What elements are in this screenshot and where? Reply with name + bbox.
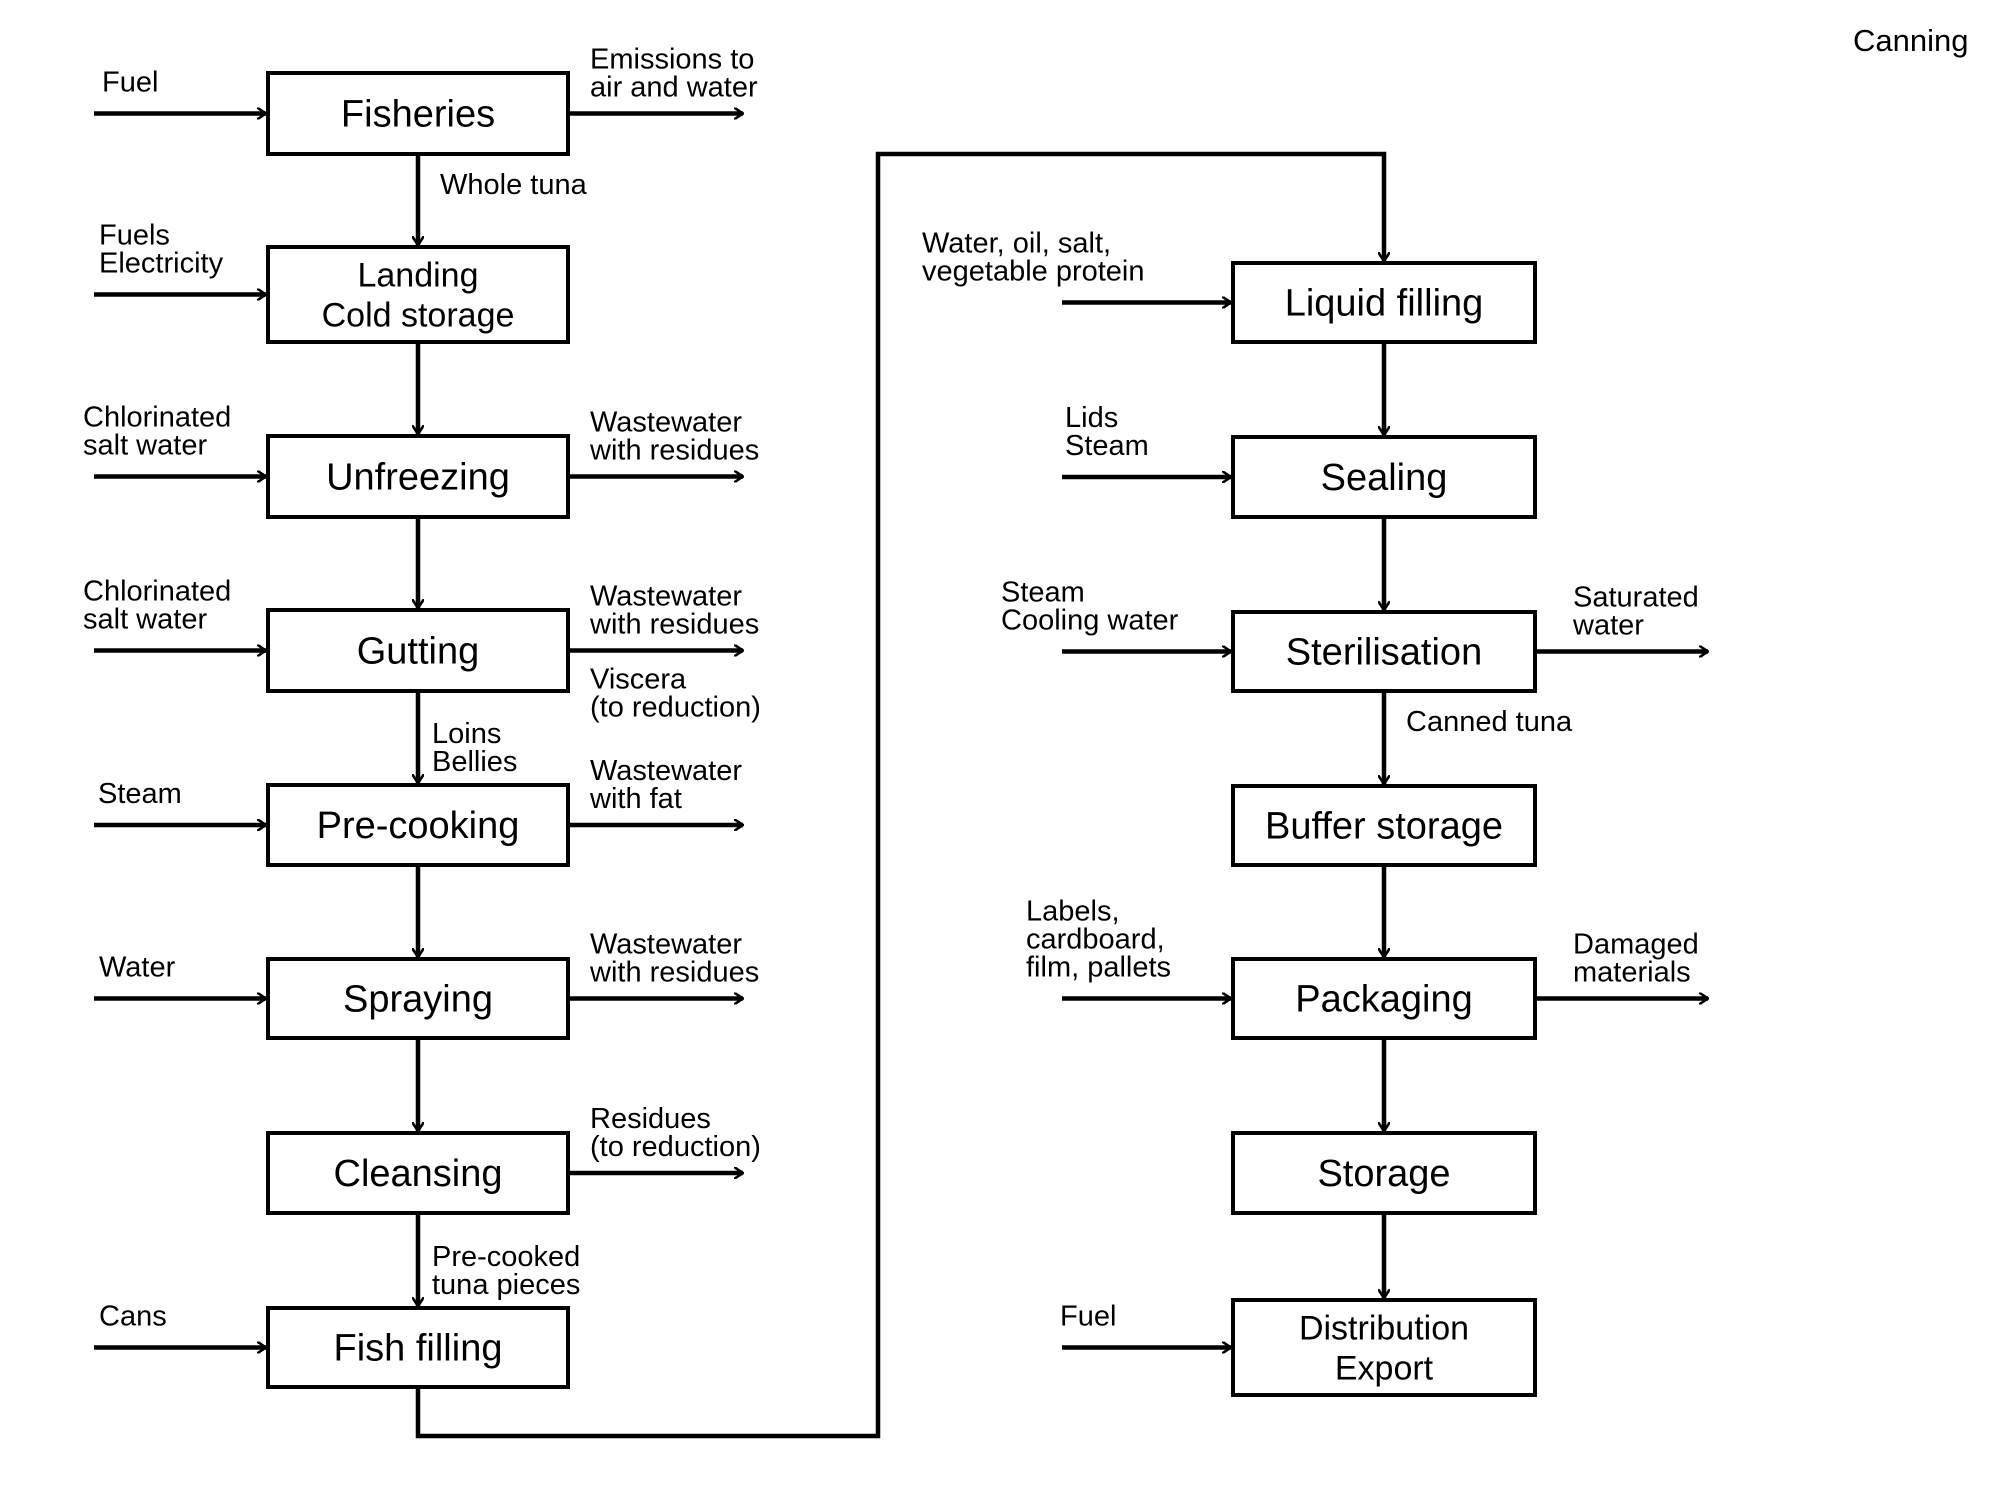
- input-label-fishfilling: Cans: [99, 1301, 167, 1333]
- process-step-fishfilling: Fish filling: [266, 1306, 570, 1389]
- process-step-label: Fish filling: [334, 1328, 503, 1370]
- flow-label-fisheries: Whole tuna: [440, 169, 588, 201]
- process-step-cleansing: Cleansing: [266, 1131, 570, 1215]
- input-label-sterilisation: Cooling water: [1001, 605, 1179, 637]
- process-step-label: Fisheries: [341, 94, 495, 136]
- output-label-fisheries: air and water: [590, 72, 758, 104]
- flow-label-gutting: Bellies: [432, 746, 517, 778]
- process-step-label: Unfreezing: [326, 457, 510, 499]
- connector-fish-filling-to-liquid-filling: [415, 151, 1384, 1439]
- process-step-label: Storage: [1317, 1153, 1450, 1195]
- output-label-cleansing: (to reduction): [590, 1131, 761, 1163]
- flow-label-cleansing: Pre-cooked: [432, 1241, 580, 1273]
- process-box: [1231, 957, 1537, 1040]
- output-label-below-gutting: (to reduction): [590, 692, 761, 724]
- process-box: [1231, 1131, 1537, 1215]
- input-label-liquidfilling: Water, oil, salt,: [922, 228, 1111, 260]
- process-step-label: Export: [1335, 1350, 1434, 1388]
- output-label-fisheries: Emissions to: [590, 44, 754, 76]
- process-step-unfreezing: Unfreezing: [266, 434, 570, 519]
- flow-label-gutting: Loins: [432, 718, 501, 750]
- process-step-gutting: Gutting: [266, 608, 570, 693]
- process-box: [266, 1306, 570, 1389]
- input-label-sterilisation: Steam: [1001, 577, 1085, 609]
- output-label-gutting: Wastewater: [590, 581, 742, 613]
- output-label-gutting: with residues: [589, 609, 759, 641]
- process-step-precooking: Pre-cooking: [266, 783, 570, 867]
- process-box: [1231, 610, 1537, 693]
- process-box: [266, 1131, 570, 1215]
- diagram-title: Canning: [1853, 23, 1968, 58]
- output-label-spraying: with residues: [589, 957, 759, 989]
- input-label-sealing: Steam: [1065, 430, 1149, 462]
- process-box: [1231, 435, 1537, 519]
- input-label-unfreezing: salt water: [83, 430, 207, 462]
- input-label-distribution: Fuel: [1060, 1301, 1116, 1333]
- input-label-spraying: Water: [99, 952, 176, 984]
- input-label-unfreezing: Chlorinated: [83, 402, 231, 434]
- process-step-bufferstorage: Buffer storage: [1231, 784, 1537, 867]
- input-label-sealing: Lids: [1065, 402, 1118, 434]
- process-step-label: Sealing: [1321, 457, 1448, 499]
- flow-label-cleansing: tuna pieces: [432, 1269, 580, 1301]
- output-label-unfreezing: with residues: [589, 435, 759, 467]
- process-box: [266, 783, 570, 867]
- process-box: [266, 957, 570, 1040]
- process-step-label: Packaging: [1295, 979, 1472, 1021]
- output-label-packaging: Damaged: [1573, 929, 1699, 961]
- process-step-label: Spraying: [343, 979, 493, 1021]
- input-label-packaging: Labels,: [1026, 896, 1120, 928]
- process-step-fisheries: Fisheries: [266, 71, 570, 156]
- process-step-sterilisation: Sterilisation: [1231, 610, 1537, 693]
- process-step-liquidfilling: Liquid filling: [1231, 261, 1537, 344]
- process-box: [266, 434, 570, 519]
- output-label-below-gutting: Viscera: [590, 664, 687, 696]
- input-label-landing: Fuels: [99, 220, 170, 252]
- output-label-precooking: Wastewater: [590, 755, 742, 787]
- output-label-precooking: with fat: [589, 783, 682, 815]
- output-label-sterilisation: Saturated: [1573, 582, 1699, 614]
- process-step-spraying: Spraying: [266, 957, 570, 1040]
- output-label-unfreezing: Wastewater: [590, 407, 742, 439]
- process-step-label: Cleansing: [334, 1153, 503, 1195]
- process-step-sealing: Sealing: [1231, 435, 1537, 519]
- process-step-label: Sterilisation: [1286, 632, 1482, 674]
- output-label-cleansing: Residues: [590, 1103, 711, 1135]
- process-box: [1231, 784, 1537, 867]
- process-step-label: Landing: [357, 257, 478, 295]
- input-label-gutting: salt water: [83, 604, 207, 636]
- flow-label-sterilisation: Canned tuna: [1406, 706, 1573, 738]
- output-label-spraying: Wastewater: [590, 929, 742, 961]
- input-label-landing: Electricity: [99, 248, 224, 280]
- process-step-label: Buffer storage: [1265, 806, 1503, 848]
- process-box: [1231, 261, 1537, 344]
- process-box: [1231, 1298, 1537, 1397]
- input-label-packaging: film, pallets: [1026, 952, 1171, 984]
- process-step-label: Distribution: [1299, 1310, 1469, 1348]
- output-label-packaging: materials: [1573, 957, 1691, 989]
- process-step-storage: Storage: [1231, 1131, 1537, 1215]
- process-step-label: Cold storage: [322, 297, 515, 335]
- input-label-packaging: cardboard,: [1026, 924, 1165, 956]
- process-box: [266, 71, 570, 156]
- process-box: [266, 245, 570, 344]
- input-label-liquidfilling: vegetable protein: [922, 256, 1145, 288]
- process-step-label: Pre-cooking: [317, 805, 520, 847]
- process-step-label: Gutting: [357, 631, 480, 673]
- input-label-gutting: Chlorinated: [83, 576, 231, 608]
- process-box: [266, 608, 570, 693]
- input-label-fisheries: Fuel: [102, 67, 158, 99]
- output-label-sterilisation: water: [1572, 610, 1644, 642]
- process-step-packaging: Packaging: [1231, 957, 1537, 1040]
- process-step-label: Liquid filling: [1285, 283, 1484, 325]
- input-label-precooking: Steam: [98, 778, 182, 810]
- flow-lines: [94, 114, 1708, 1439]
